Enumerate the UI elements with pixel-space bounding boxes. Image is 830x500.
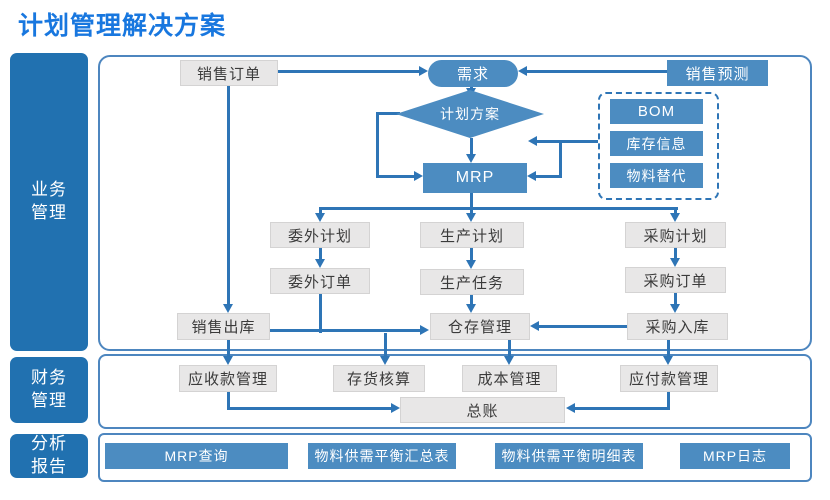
line-segment [227, 407, 393, 410]
line-segment [376, 112, 400, 115]
node-demand: 需求 [428, 60, 518, 87]
line-segment [319, 248, 322, 261]
line-segment [537, 140, 561, 143]
line-segment [674, 207, 677, 215]
line-segment [667, 340, 670, 358]
arrowhead [420, 325, 429, 335]
node-sales-delivery: 销售出库 [177, 313, 270, 340]
node-purchase-order: 采购订单 [625, 267, 726, 293]
node-inventory-accounting: 存货核算 [333, 365, 425, 392]
line-segment [227, 340, 230, 358]
line-segment [470, 207, 473, 215]
arrowhead [566, 403, 575, 413]
line-segment [667, 392, 670, 410]
arrowhead [518, 66, 527, 76]
sidebar-block-finance: 财务 管理 [10, 357, 88, 423]
node-bom: BOM [610, 99, 703, 124]
node-material-substitute: 物料替代 [610, 163, 703, 188]
sidebar-block-analysis: 分析 报告 [10, 434, 88, 478]
node-purchase-receipt: 采购入库 [627, 313, 728, 340]
arrowhead [504, 356, 514, 365]
arrowhead [670, 304, 680, 313]
node-outsource-plan: 委外计划 [270, 222, 370, 248]
arrowhead [391, 403, 400, 413]
line-segment [559, 140, 562, 178]
line-segment [536, 175, 561, 178]
node-general-ledger: 总账 [400, 397, 565, 423]
arrowhead [670, 258, 680, 267]
line-segment [539, 325, 627, 328]
arrowhead [315, 213, 325, 222]
line-segment [575, 407, 670, 410]
node-mrp: MRP [423, 163, 527, 193]
line-segment [227, 86, 230, 306]
line-segment [376, 112, 379, 178]
arrowhead [466, 213, 476, 222]
arrowhead [528, 136, 537, 146]
line-segment [270, 329, 420, 332]
arrowhead [466, 304, 476, 313]
line-segment [319, 207, 678, 210]
page-title: 计划管理解决方案 [18, 12, 227, 40]
line-segment [319, 294, 322, 333]
line-segment [470, 295, 473, 306]
node-purchase-plan: 采购计划 [625, 222, 726, 248]
line-segment [278, 70, 419, 73]
line-segment [470, 193, 473, 210]
arrowhead [223, 304, 233, 313]
arrowhead [466, 260, 476, 269]
arrowhead [670, 213, 680, 222]
arrowhead [466, 154, 476, 163]
arrowhead [315, 259, 325, 268]
sidebar-block-business: 业务 管理 [10, 53, 88, 351]
node-mrp-log: MRP日志 [680, 443, 790, 469]
node-sales-forecast: 销售预测 [667, 60, 768, 86]
line-segment [376, 175, 414, 178]
arrowhead [414, 171, 423, 181]
node-mrp-query: MRP查询 [105, 443, 288, 469]
line-segment [384, 333, 387, 358]
group-master-data [598, 92, 719, 200]
node-inventory-info: 库存信息 [610, 131, 703, 156]
node-production-plan: 生产计划 [420, 222, 524, 248]
line-segment [470, 248, 473, 261]
node-warehouse-mgmt: 仓存管理 [430, 313, 530, 340]
arrowhead [527, 171, 536, 181]
node-receivables-mgmt: 应收款管理 [179, 365, 277, 392]
line-segment [674, 293, 677, 305]
line-segment [470, 138, 473, 155]
arrowhead [380, 356, 390, 365]
arrowhead [223, 356, 233, 365]
arrowhead [419, 66, 428, 76]
line-segment [227, 392, 230, 410]
line-segment [508, 340, 511, 358]
node-cost-mgmt: 成本管理 [462, 365, 557, 392]
line-segment [527, 70, 667, 73]
node-production-task: 生产任务 [420, 269, 524, 295]
line-segment [674, 248, 677, 260]
arrowhead [663, 356, 673, 365]
node-sales-order: 销售订单 [180, 60, 278, 86]
node-balance-detail: 物料供需平衡明细表 [495, 443, 643, 469]
arrowhead [530, 321, 539, 331]
line-segment [561, 140, 598, 143]
node-balance-summary: 物料供需平衡汇总表 [308, 443, 456, 469]
node-outsource-order: 委外订单 [270, 268, 370, 294]
line-segment [319, 207, 322, 215]
node-payables-mgmt: 应付款管理 [620, 365, 718, 392]
